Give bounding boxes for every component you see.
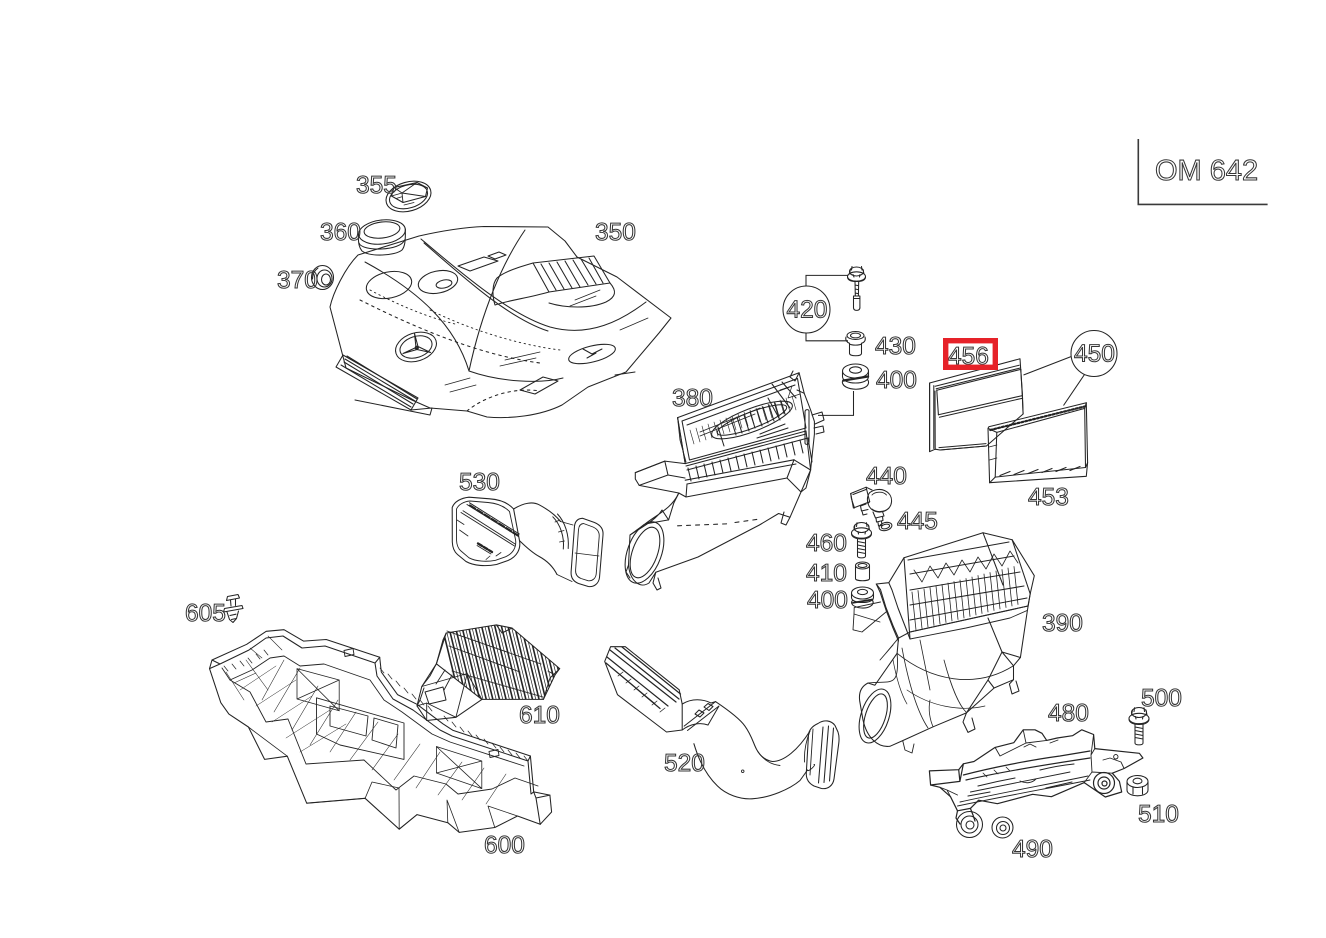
svg-text:450: 450 [1074,341,1115,368]
svg-text:400: 400 [876,367,917,394]
svg-text:380: 380 [672,385,713,412]
svg-text:OM 642: OM 642 [1155,155,1258,187]
svg-text:490: 490 [1012,836,1053,863]
svg-text:420: 420 [787,297,828,324]
svg-text:520: 520 [664,750,705,777]
svg-text:350: 350 [595,219,636,246]
svg-text:440: 440 [866,463,907,490]
svg-text:480: 480 [1048,700,1089,727]
svg-text:430: 430 [875,333,916,360]
svg-text:390: 390 [1042,610,1083,637]
svg-text:400: 400 [807,587,848,614]
svg-text:605: 605 [185,600,226,627]
svg-text:500: 500 [1141,685,1182,712]
svg-text:360: 360 [320,219,361,246]
svg-text:355: 355 [356,172,397,199]
svg-text:453: 453 [1028,484,1069,511]
svg-text:530: 530 [459,469,500,496]
svg-text:610: 610 [519,702,560,729]
svg-text:370: 370 [277,267,318,294]
svg-text:445: 445 [897,508,938,535]
svg-text:600: 600 [484,832,525,859]
svg-text:510: 510 [1138,801,1179,828]
svg-text:460: 460 [806,530,847,557]
svg-text:410: 410 [806,560,847,587]
